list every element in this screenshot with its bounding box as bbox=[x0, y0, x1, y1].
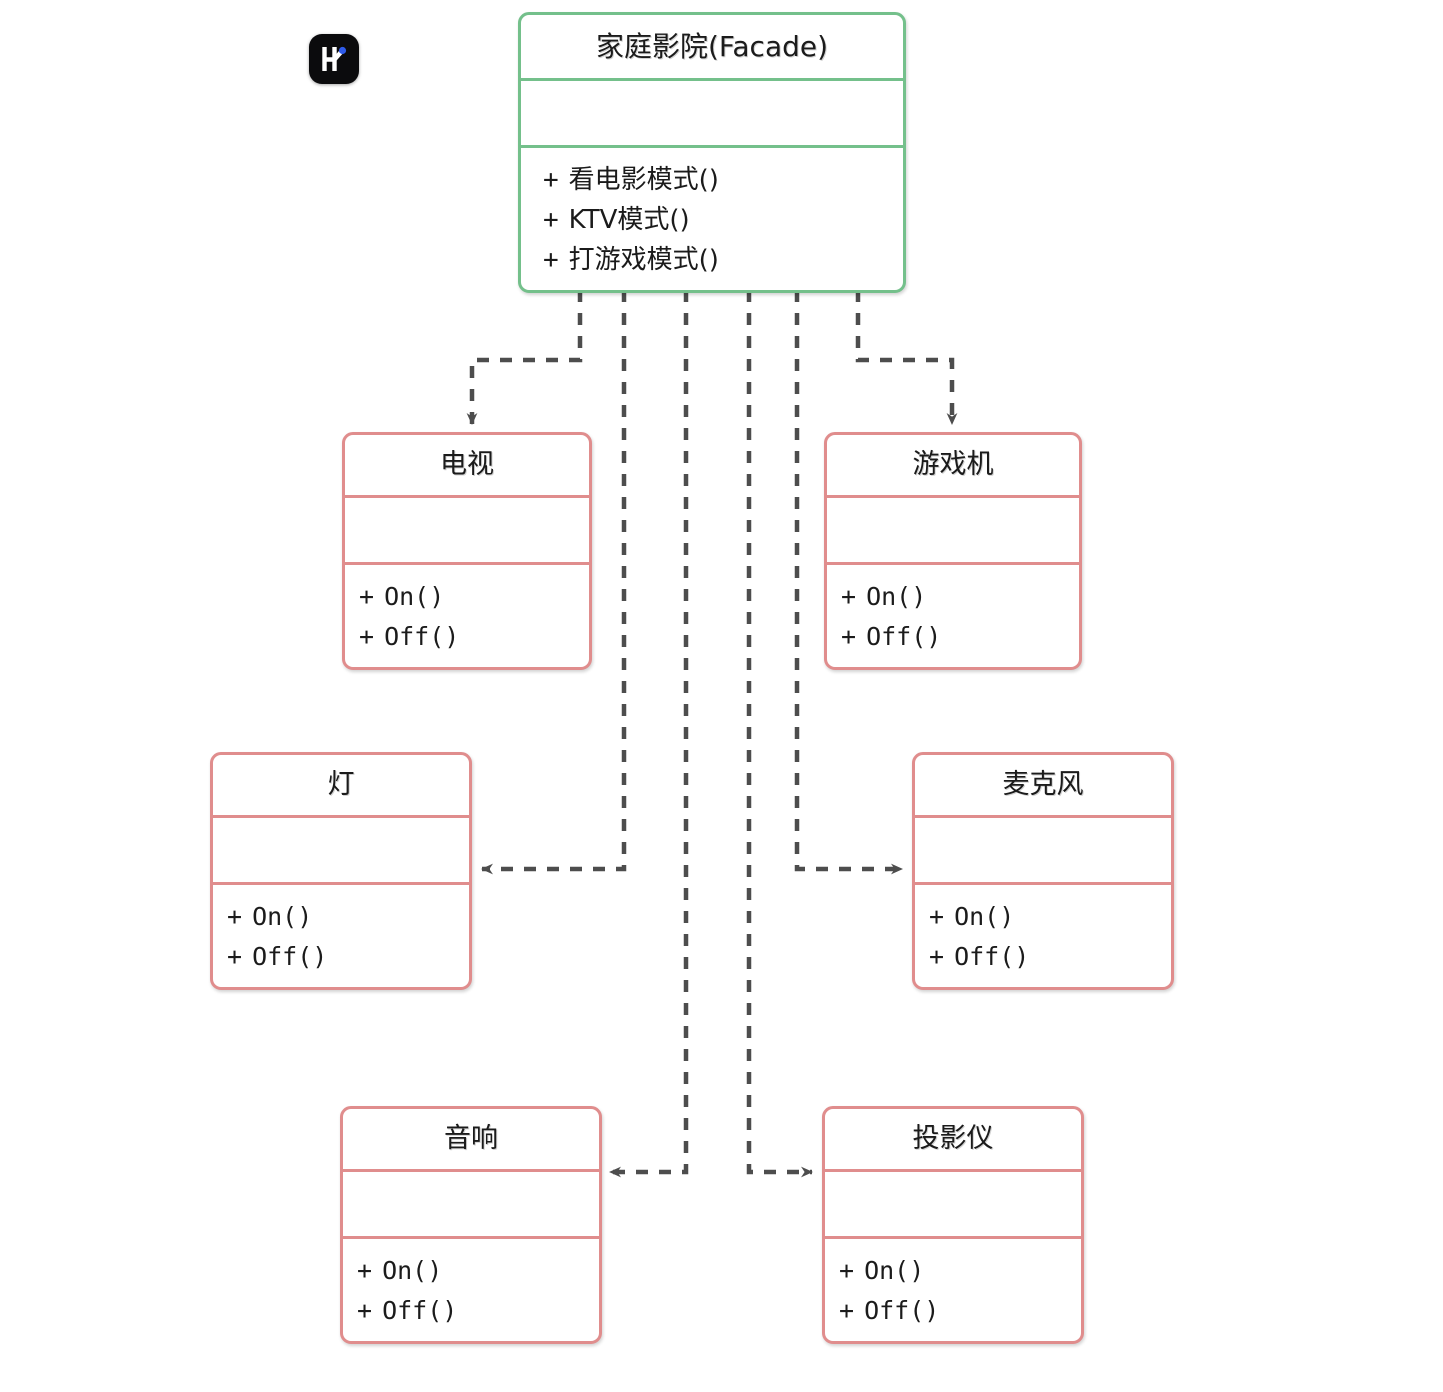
class-attributes-speaker bbox=[343, 1172, 599, 1239]
class-operations-light: + On() + Off() bbox=[213, 885, 469, 987]
operation-row: + 打游戏模式() bbox=[521, 240, 903, 280]
visibility-marker: + bbox=[359, 582, 375, 611]
operation-row: + On() bbox=[345, 577, 589, 617]
operation-signature: On() bbox=[382, 1256, 443, 1285]
edge-facade-to-console bbox=[855, 290, 958, 425]
class-box-facade[interactable]: 家庭影院(Facade) + 看电影模式() + KTV模式() + 打游戏模式() bbox=[518, 12, 906, 293]
operation-signature: Off() bbox=[252, 942, 328, 971]
operation-signature: Off() bbox=[382, 1296, 458, 1325]
logo-dot-icon bbox=[338, 46, 347, 55]
logo-k-icon bbox=[322, 46, 347, 71]
class-attributes-facade bbox=[521, 81, 903, 148]
edge-facade-to-tv bbox=[466, 290, 583, 425]
class-operations-tv: + On() + Off() bbox=[345, 565, 589, 667]
visibility-marker: + bbox=[359, 622, 375, 651]
visibility-marker: + bbox=[841, 582, 857, 611]
visibility-marker: + bbox=[543, 165, 559, 195]
visibility-marker: + bbox=[929, 942, 945, 971]
visibility-marker: + bbox=[839, 1256, 855, 1285]
operation-row: + Off() bbox=[827, 617, 1079, 657]
class-name-facade: 家庭影院(Facade) bbox=[521, 15, 903, 81]
class-operations-console: + On() + Off() bbox=[827, 565, 1079, 667]
class-attributes-console bbox=[827, 498, 1079, 565]
class-operations-facade: + 看电影模式() + KTV模式() + 打游戏模式() bbox=[521, 148, 903, 290]
class-operations-speaker: + On() + Off() bbox=[343, 1239, 599, 1341]
operation-row: + Off() bbox=[915, 937, 1171, 977]
operation-row: + On() bbox=[825, 1251, 1081, 1291]
operation-row: + Off() bbox=[213, 937, 469, 977]
visibility-marker: + bbox=[841, 622, 857, 651]
class-box-tv[interactable]: 电视 + On() + Off() bbox=[342, 432, 592, 670]
operation-signature: 看电影模式() bbox=[568, 165, 719, 195]
operation-row: + On() bbox=[343, 1251, 599, 1291]
operation-row: + KTV模式() bbox=[521, 200, 903, 240]
operation-signature: On() bbox=[954, 902, 1015, 931]
class-operations-microphone: + On() + Off() bbox=[915, 885, 1171, 987]
visibility-marker: + bbox=[839, 1296, 855, 1325]
operation-signature: On() bbox=[384, 582, 445, 611]
class-box-console[interactable]: 游戏机 + On() + Off() bbox=[824, 432, 1082, 670]
class-attributes-microphone bbox=[915, 818, 1171, 885]
operation-signature: On() bbox=[252, 902, 313, 931]
class-name-console: 游戏机 bbox=[827, 435, 1079, 498]
operation-signature: On() bbox=[864, 1256, 925, 1285]
operation-signature: On() bbox=[866, 582, 927, 611]
operation-signature: KTV模式() bbox=[568, 205, 690, 235]
operation-row: + Off() bbox=[825, 1291, 1081, 1331]
class-operations-projector: + On() + Off() bbox=[825, 1239, 1081, 1341]
edge-facade-to-projector bbox=[746, 290, 813, 1178]
class-name-light: 灯 bbox=[213, 755, 469, 818]
operation-signature: Off() bbox=[864, 1296, 940, 1325]
operation-row: + 看电影模式() bbox=[521, 160, 903, 200]
operation-row: + Off() bbox=[343, 1291, 599, 1331]
edge-facade-to-speaker bbox=[609, 290, 689, 1178]
class-box-microphone[interactable]: 麦克风 + On() + Off() bbox=[912, 752, 1174, 990]
class-name-speaker: 音响 bbox=[343, 1109, 599, 1172]
visibility-marker: + bbox=[227, 902, 243, 931]
class-attributes-tv bbox=[345, 498, 589, 565]
class-box-speaker[interactable]: 音响 + On() + Off() bbox=[340, 1106, 602, 1344]
class-name-microphone: 麦克风 bbox=[915, 755, 1171, 818]
visibility-marker: + bbox=[543, 245, 559, 275]
class-name-projector: 投影仪 bbox=[825, 1109, 1081, 1172]
visibility-marker: + bbox=[357, 1296, 373, 1325]
operation-signature: 打游戏模式() bbox=[568, 245, 719, 275]
operation-signature: Off() bbox=[954, 942, 1030, 971]
app-logo bbox=[309, 34, 359, 84]
visibility-marker: + bbox=[929, 902, 945, 931]
operation-row: + Off() bbox=[345, 617, 589, 657]
visibility-marker: + bbox=[227, 942, 243, 971]
visibility-marker: + bbox=[357, 1256, 373, 1285]
class-box-projector[interactable]: 投影仪 + On() + Off() bbox=[822, 1106, 1084, 1344]
class-name-tv: 电视 bbox=[345, 435, 589, 498]
class-box-light[interactable]: 灯 + On() + Off() bbox=[210, 752, 472, 990]
operation-row: + On() bbox=[915, 897, 1171, 937]
operation-signature: Off() bbox=[866, 622, 942, 651]
class-attributes-light bbox=[213, 818, 469, 885]
visibility-marker: + bbox=[543, 205, 559, 235]
operation-signature: Off() bbox=[384, 622, 460, 651]
operation-row: + On() bbox=[827, 577, 1079, 617]
class-attributes-projector bbox=[825, 1172, 1081, 1239]
operation-row: + On() bbox=[213, 897, 469, 937]
